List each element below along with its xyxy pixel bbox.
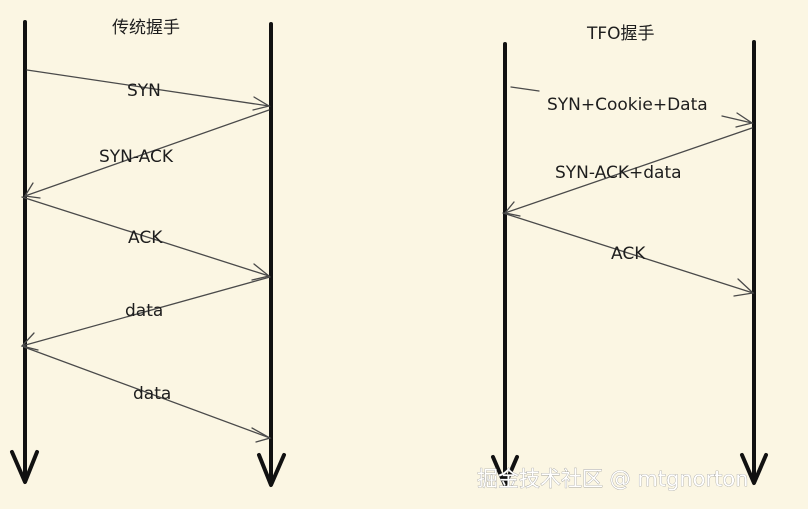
syn-ack-label: SYN-ACK [99, 147, 174, 167]
data-label-1: data [125, 301, 163, 321]
tfo-handshake-title: TFO握手 [586, 24, 655, 44]
data-arrow-1 [20, 276, 271, 351]
syn-arrow [26, 69, 271, 111]
traditional-handshake-title: 传统握手 [112, 18, 180, 38]
data-arrow-2 [23, 346, 272, 443]
ack-arrow [21, 196, 271, 281]
server-timeline-left [257, 22, 286, 487]
client-timeline-right [491, 42, 519, 487]
watermark-text: 掘金技术社区 @ mtgnorton [477, 467, 749, 491]
traditional-handshake-diagram: 传统握手 SYN SYN-ACK ACK [10, 18, 286, 487]
tfo-handshake-diagram: TFO握手 SYN+Cookie+Data SYN-ACK+data AC [491, 24, 768, 487]
tfo-ack-label: ACK [611, 244, 646, 264]
tfo-ack-arrow [502, 212, 755, 297]
syn-cookie-data-arrow [510, 86, 754, 128]
syn-ack-data-label: SYN-ACK+data [555, 163, 682, 183]
data-label-2: data [133, 384, 171, 404]
syn-ack-arrow [23, 109, 270, 199]
syn-cookie-data-label: SYN+Cookie+Data [547, 95, 708, 115]
syn-label: SYN [127, 81, 161, 101]
ack-label: ACK [128, 228, 163, 248]
client-timeline-left [10, 20, 39, 484]
server-timeline-right [740, 40, 768, 485]
